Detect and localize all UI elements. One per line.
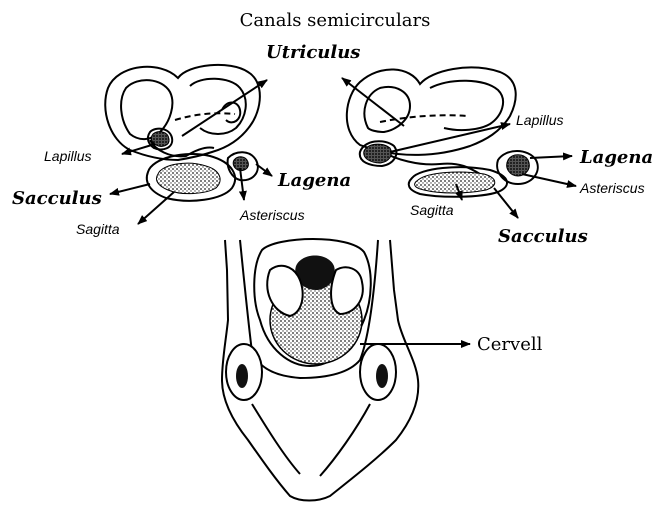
arrow-asteriscus-left [240,168,244,200]
fish-snout-line-left [252,404,300,474]
label-sagitta-left: Sagitta [76,221,120,237]
right-asteriscus-stone [507,155,530,176]
label-utriculus: Utriculus [266,42,360,63]
fish-left-pupil [236,364,248,388]
right-sagitta-stone [415,172,495,193]
arrow-sagitta-left [138,192,174,224]
label-asteriscus-left: Asteriscus [239,207,305,223]
label-sacculus-left: Sacculus [12,188,102,209]
arrow-utriculus-right [342,78,404,126]
label-sagitta-right: Sagitta [410,202,454,218]
figure-title: Canals semicirculars [240,10,431,31]
arrow-lapillus-right [390,124,510,152]
fish-snout-line-right [320,404,370,476]
label-cervell: Cervell [477,334,543,355]
label-lapillus-right: Lapillus [516,112,563,128]
label-lagena-left: Lagena [277,170,351,191]
arrow-sacculus-left [110,184,150,194]
arrow-utriculus-left [182,80,267,136]
label-asteriscus-right: Asteriscus [579,180,645,196]
label-sacculus-right: Sacculus [498,226,588,247]
label-lagena-right: Lagena [579,147,653,168]
label-lapillus-left: Lapillus [44,148,91,164]
right-canal-inner-2 [430,81,503,130]
left-semicircular-canal-outer [105,65,260,160]
arrow-sacculus-right [494,188,518,218]
arrow-lagena-right [530,156,572,158]
left-sagitta-stone [156,163,220,193]
right-lapillus-stone [364,144,392,163]
fish-right-pupil [376,364,388,388]
left-canal-dashed [175,113,235,120]
